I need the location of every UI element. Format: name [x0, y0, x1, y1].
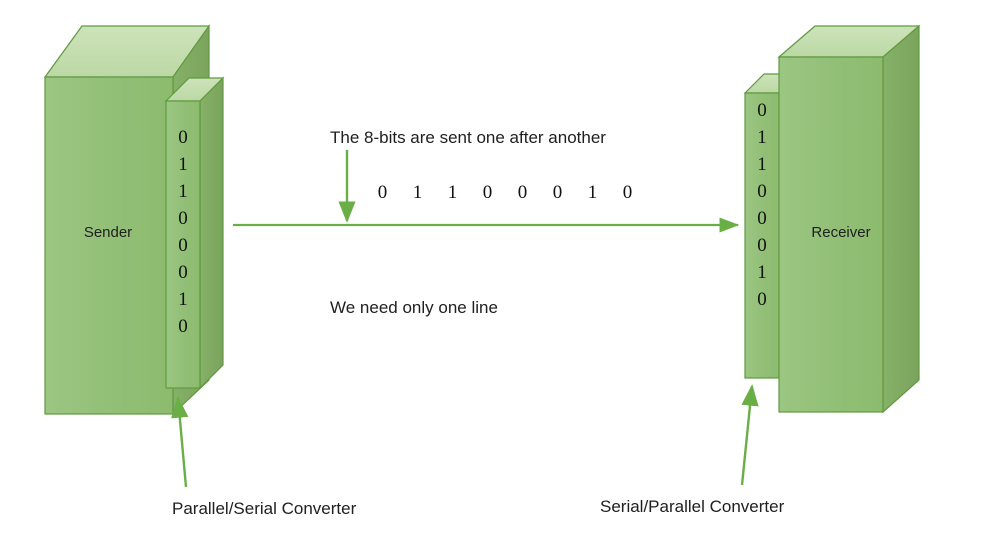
sender-bit-2: 1: [178, 181, 188, 202]
parallel-serial-converter-label: Parallel/Serial Converter: [172, 499, 357, 518]
sender-bit-5: 0: [178, 262, 188, 283]
parallel-serial-callout-arrow: [171, 396, 189, 488]
sender-bit-0: 0: [178, 127, 188, 148]
sender-converter-front-face: [165, 100, 201, 389]
stream-bit-0: 0: [377, 182, 388, 203]
receiver-bit-column: 0 1 1 0 0 0 1 0: [745, 97, 779, 313]
sender-bit-column: 0 1 1 0 0 0 1 0: [166, 124, 200, 340]
stream-bit-1: 1: [412, 182, 423, 203]
receiver-box-front-face: [778, 56, 884, 413]
stream-bit-5: 0: [552, 182, 563, 203]
sender-bit-1: 1: [178, 154, 188, 175]
receiver-bit-0: 0: [757, 100, 767, 121]
sender-label: Sender: [83, 224, 133, 241]
sender-converter-side-face: [199, 76, 224, 390]
receiver-bit-4: 0: [757, 208, 767, 229]
serial-parallel-converter-label: Serial/Parallel Converter: [600, 497, 785, 516]
receiver-label: Receiver: [811, 224, 871, 241]
receiver-bit-2: 1: [757, 154, 767, 175]
receiver-box: [777, 24, 921, 414]
sender-bit-4: 0: [178, 235, 188, 256]
stream-bit-2: 1: [447, 182, 458, 203]
sender-bit-3: 0: [178, 208, 188, 229]
sender-bit-6: 1: [178, 289, 188, 310]
receiver-bit-1: 1: [757, 127, 767, 148]
receiver-box-side-face: [882, 24, 920, 414]
sender-bit-7: 0: [178, 316, 188, 337]
receiver-converter-strip: [743, 73, 800, 379]
bit-stream-row: 0 1 1 0 0 0 1 0: [365, 182, 645, 204]
receiver-bit-6: 1: [757, 262, 767, 283]
channel-caption-top: The 8-bits are sent one after another: [330, 128, 606, 147]
stream-bit-3: 0: [482, 182, 493, 203]
channel-caption-bottom: We need only one line: [330, 298, 498, 317]
receiver-bit-3: 0: [757, 181, 767, 202]
sender-box-front-face: [44, 76, 174, 415]
serial-parallel-callout-arrow: [740, 384, 759, 486]
receiver-converter-front-face: [744, 92, 780, 379]
sender-converter-strip: [164, 76, 225, 390]
receiver-bit-7: 0: [757, 289, 767, 310]
stream-bit-6: 1: [587, 182, 598, 203]
stream-bit-4: 0: [517, 182, 528, 203]
stream-bit-7: 0: [622, 182, 633, 203]
receiver-bit-5: 0: [757, 235, 767, 256]
